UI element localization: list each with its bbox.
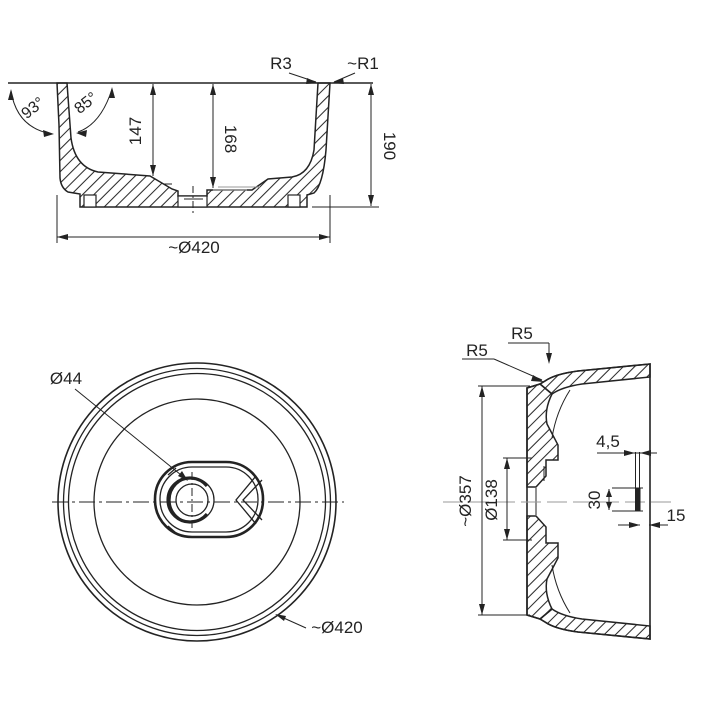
fillet-top-label: R3 (270, 54, 292, 73)
depth-basin-label: 147 (126, 117, 145, 145)
drain-clip-bottom (167, 525, 177, 534)
drain-hole-inner-circle (175, 483, 209, 517)
drain-thick-arc (166, 476, 209, 524)
dim-slot-offset: 15 (618, 506, 685, 528)
height-total-label: 190 (380, 132, 399, 160)
bottom-wall-lower (526, 515, 559, 620)
drain-recess-outer (153, 460, 265, 539)
dim-angle-outer: 93° (8, 89, 54, 137)
overflow-slot-bar (635, 488, 641, 511)
foot-notch-left (83, 194, 97, 208)
side-section-view: R5 R5 ~Ø357 Ø138 (443, 324, 685, 640)
drain-recess-inner (159, 466, 259, 533)
dim-fillet-top: R3 (270, 54, 318, 84)
basin-section-profile (56, 82, 331, 208)
diameter-drain-label: Ø44 (50, 369, 82, 388)
top-view: Ø44 ~Ø420 (50, 362, 363, 642)
angle-inner-label: 85° (71, 89, 101, 117)
dim-diameter-recess: Ø138 (482, 457, 532, 541)
drain-clip-top (167, 467, 177, 476)
dim-angle-inner: 85° (71, 87, 115, 137)
slot-width-label: 4,5 (596, 432, 620, 451)
overflow-chevron-outer (235, 475, 257, 525)
inner-surface-lower (551, 564, 571, 614)
diameter-base-label: ~Ø357 (456, 475, 475, 527)
dim-diameter-drain: Ø44 (50, 369, 188, 481)
dim-depth-drain: 168 (210, 84, 240, 188)
depth-drain-label: 168 (221, 125, 240, 153)
dim-fillet-lower: R5 (462, 341, 544, 382)
front-section-view: 93° 85° 147 168 R3 (8, 54, 399, 257)
dim-height-total: 190 (312, 84, 399, 208)
fillet-lower-label: R5 (466, 341, 488, 360)
dim-diameter-rim-front: ~Ø420 (56, 195, 331, 257)
dim-diameter-rim-top: ~Ø420 (275, 614, 363, 637)
dim-fillet-upper: R5 (508, 324, 552, 364)
side-wall-top-band (538, 363, 651, 395)
side-wall-bottom-band (538, 608, 651, 640)
slot-offset-label: 15 (667, 506, 686, 525)
dim-slot-height: 30 (585, 487, 643, 512)
dim-slot-width: 4,5 (596, 432, 657, 456)
inner-surface-upper (551, 389, 571, 439)
diameter-rim-top-label: ~Ø420 (311, 618, 363, 637)
diameter-recess-label: Ø138 (482, 479, 501, 521)
overflow-chevron-inner (242, 479, 263, 521)
foot-notch-right (287, 194, 301, 208)
bottom-wall-upper (526, 383, 559, 488)
fillet-edge-label: ~R1 (347, 54, 379, 73)
diameter-rim-front-label: ~Ø420 (168, 238, 220, 257)
fillet-upper-label: R5 (511, 324, 533, 343)
dim-depth-basin: 147 (126, 84, 156, 176)
dim-diameter-base: ~Ø357 (456, 385, 530, 616)
slot-height-label: 30 (585, 491, 604, 510)
dim-fillet-edge: ~R1 (332, 54, 379, 84)
